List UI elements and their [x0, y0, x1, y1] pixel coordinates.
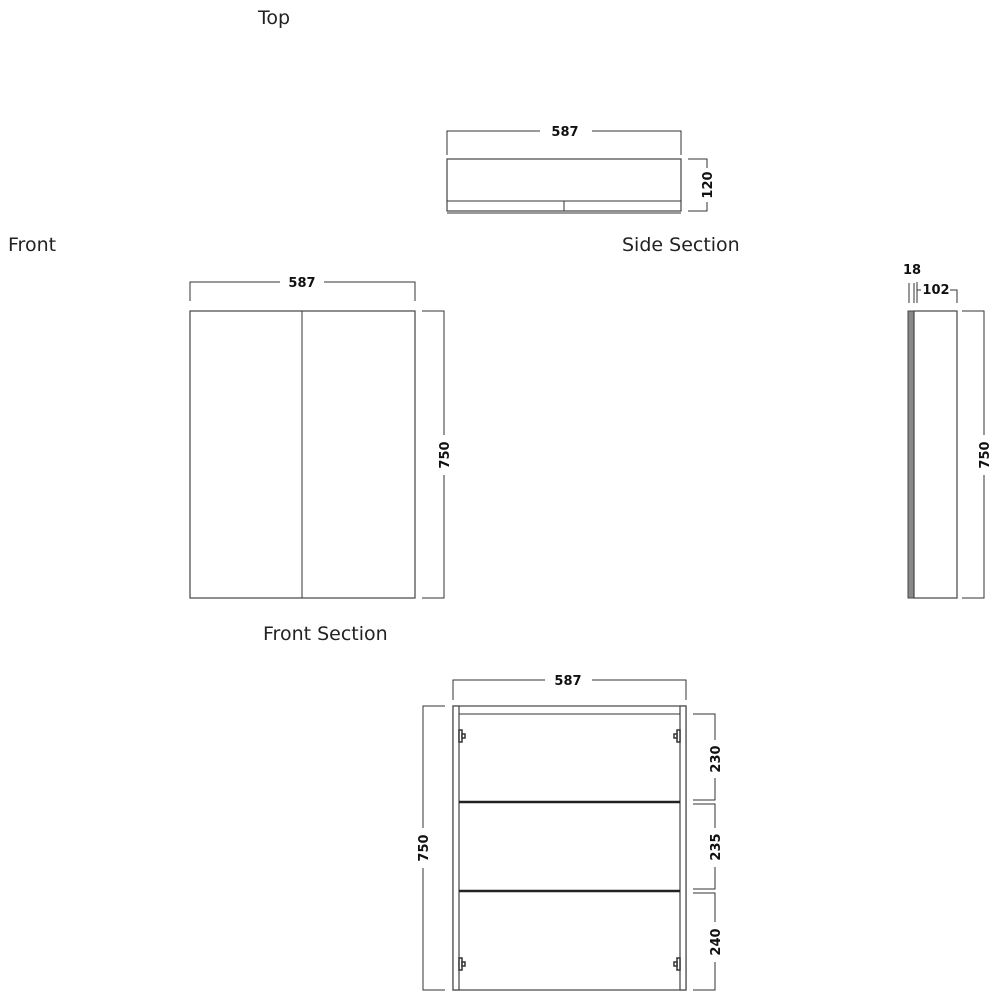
side-height-label: 750 [978, 441, 993, 468]
section-right-side-panel [679, 705, 687, 991]
compartment-1-dimension-line [693, 713, 716, 801]
top-depth-dimension-line [688, 158, 708, 212]
section-height-dimension-line [422, 705, 445, 991]
title-top: Top [257, 7, 290, 29]
compartment-3-label: 240 [709, 928, 724, 955]
hinge-icons [458, 729, 681, 971]
hinge-icon [461, 961, 466, 967]
front-view: 587 750 [189, 276, 453, 599]
front-height-dimension-line [422, 310, 445, 599]
section-width-label: 587 [554, 674, 581, 689]
section-height-label: 750 [417, 834, 432, 861]
top-depth-label: 120 [701, 171, 716, 198]
side-door-panel [907, 310, 915, 599]
title-side-section: Side Section [622, 234, 740, 256]
side-section-view: 18 102 750 [903, 263, 993, 599]
side-depth-label: 102 [922, 283, 949, 298]
section-cabinet-outline [452, 705, 687, 991]
section-left-side-panel [452, 705, 460, 991]
compartment-3-dimension-line [693, 892, 716, 991]
side-height-dimension-line [962, 310, 985, 599]
title-front: Front [8, 234, 56, 256]
side-door-thickness-label: 18 [903, 263, 921, 278]
front-width-dimension-line [189, 281, 416, 301]
side-depth-dimension-line [916, 282, 958, 303]
front-height-label: 750 [438, 441, 453, 468]
top-width-dimension-line [446, 130, 682, 155]
hinge-icon [673, 733, 678, 739]
hinge-icon [461, 733, 466, 739]
title-front-section: Front Section [263, 623, 388, 645]
front-section-view: 587 750 230 235 240 [417, 674, 724, 991]
front-width-label: 587 [288, 276, 315, 291]
top-width-label: 587 [551, 125, 578, 140]
top-view: 587 120 [446, 125, 716, 214]
section-width-dimension-line [452, 679, 687, 700]
side-body-outline [913, 310, 958, 599]
hinge-icon [673, 961, 678, 967]
compartment-2-dimension-line [693, 803, 716, 890]
compartment-1-label: 230 [709, 745, 724, 772]
compartment-2-label: 235 [709, 833, 724, 860]
